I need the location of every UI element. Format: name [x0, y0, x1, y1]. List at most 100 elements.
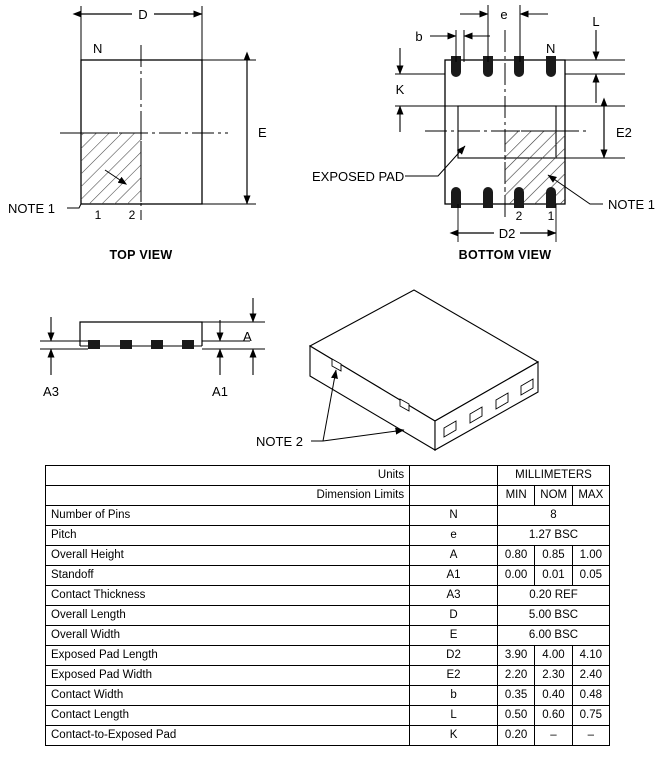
row-value-nom: 0.60 [534, 705, 573, 726]
top-view-title: TOP VIEW [109, 248, 172, 262]
header-units-symbol-blank [409, 465, 498, 486]
dimension-line-b: b [415, 29, 490, 44]
row-value-max: 4.10 [571, 645, 611, 666]
row-value-min: 0.00 [496, 565, 536, 586]
exposed-pad-leader [405, 145, 466, 177]
row-value-min: 0.50 [496, 705, 536, 726]
dim-label-l: L [592, 14, 599, 29]
pad-top-4 [546, 56, 556, 77]
dimension-line-a: A [243, 298, 257, 375]
dim-label-b: b [415, 29, 422, 44]
top-view-pin-count-label: N [93, 41, 102, 56]
row-span-value: 5.00 BSC [496, 605, 611, 626]
row-span-value: 8 [496, 505, 611, 526]
dim-label-a: A [243, 329, 252, 344]
row-value-max: 0.05 [571, 565, 611, 586]
row-span-value: 0.20 REF [496, 585, 611, 606]
bottom-view-title: BOTTOM VIEW [459, 248, 552, 262]
isometric-note-leader [311, 369, 405, 442]
dimension-table-wrap: Units MILLIMETERS Dimension Limits MIN N… [44, 465, 611, 746]
bottom-view-pad-row-bottom [451, 187, 556, 208]
dim-label-a3: A3 [43, 384, 59, 399]
row-description: Overall Height [44, 545, 411, 566]
dimension-line-a1: A1 [212, 320, 228, 399]
row-value-max: 1.00 [571, 545, 611, 566]
bottom-view-note-leader [547, 174, 603, 205]
top-view-hatch-region [81, 133, 141, 204]
row-symbol: D [409, 605, 498, 626]
pad-top-2 [483, 56, 493, 77]
row-value-max: 2.40 [571, 665, 611, 686]
row-symbol: N [409, 505, 498, 526]
dim-label-d: D [138, 7, 147, 22]
row-symbol: E [409, 625, 498, 646]
isometric-contacts-left [331, 358, 410, 412]
exposed-pad-label: EXPOSED PAD [312, 169, 404, 184]
row-symbol: A1 [409, 565, 498, 586]
pad-bottom-4 [451, 187, 461, 208]
header-limits-label: Dimension Limits [44, 485, 411, 506]
dimension-line-l: L [592, 14, 600, 103]
row-value-max: 0.48 [571, 685, 611, 706]
row-span-value: 1.27 BSC [496, 525, 611, 546]
column-header-max: MAX [571, 485, 611, 506]
bottom-view-pin-label-2: 2 [516, 209, 523, 223]
dim-label-e2: E2 [616, 125, 632, 140]
pad-bottom-2 [514, 187, 524, 208]
isometric-note-label: NOTE 2 [256, 434, 303, 449]
bottom-view-pin-count-label: N [546, 41, 555, 56]
dim-label-e: E [258, 125, 267, 140]
row-description: Standoff [44, 565, 411, 586]
row-symbol: D2 [409, 645, 498, 666]
header-units-label: Units [44, 465, 411, 486]
row-symbol: e [409, 525, 498, 546]
row-value-min: 0.35 [496, 685, 536, 706]
isometric-view-group: NOTE 2 [256, 289, 540, 451]
isometric-contacts-right [443, 378, 534, 438]
pad-bottom-3 [483, 187, 493, 208]
row-symbol: A [409, 545, 498, 566]
top-view-pin-label-2: 2 [129, 208, 136, 222]
side-view-group: A3 A1 A [40, 298, 265, 399]
row-value-nom: – [534, 725, 573, 746]
row-symbol: L [409, 705, 498, 726]
row-value-min: 2.20 [496, 665, 536, 686]
dimension-line-d: D [72, 5, 203, 23]
row-symbol: E2 [409, 665, 498, 686]
column-header-nom: NOM [534, 485, 573, 506]
row-symbol: K [409, 725, 498, 746]
row-value-nom: 0.85 [534, 545, 573, 566]
row-description: Pitch [44, 525, 411, 546]
column-header-min: MIN [496, 485, 536, 506]
row-span-value: 6.00 BSC [496, 625, 611, 646]
row-description: Contact Thickness [44, 585, 411, 606]
row-description: Exposed Pad Width [44, 665, 411, 686]
row-value-max: 0.75 [571, 705, 611, 726]
top-view-note-label: NOTE 1 [8, 201, 55, 216]
dimension-line-e2: E2 [600, 97, 632, 159]
side-contact-3 [151, 340, 163, 349]
bottom-view-group: e b K N [312, 5, 655, 262]
header-limits-symbol-blank [409, 485, 498, 506]
row-description: Number of Pins [44, 505, 411, 526]
row-description: Contact Width [44, 685, 411, 706]
row-description: Contact Length [44, 705, 411, 726]
row-value-min: 0.20 [496, 725, 536, 746]
row-value-nom: 4.00 [534, 645, 573, 666]
side-contact-1 [88, 340, 100, 349]
table-header-limits-row: Dimension Limits MIN NOM MAX [44, 485, 611, 506]
dimension-line-e-pitch: e [460, 7, 548, 22]
dimension-line-a3: A3 [43, 317, 59, 399]
